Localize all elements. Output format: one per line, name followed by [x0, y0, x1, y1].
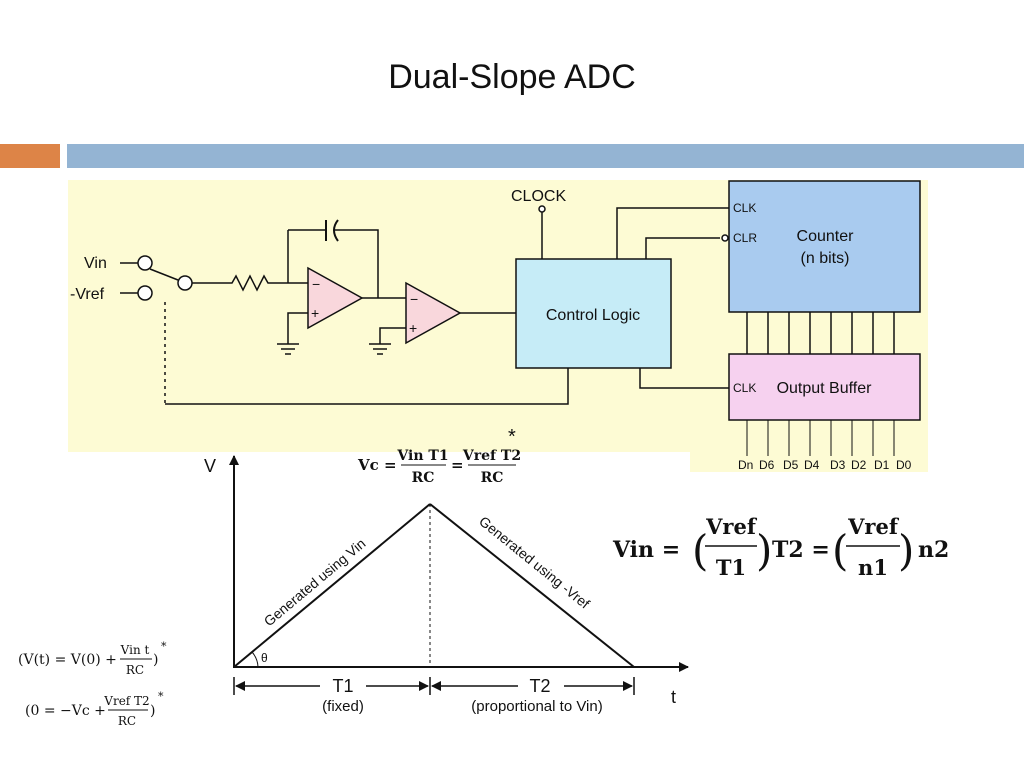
integration-equation: (0 = −Vc + Vref T2 RC ) * [25, 690, 164, 728]
control-logic-block [515, 258, 672, 369]
vin-frac1-den: T1 [716, 555, 746, 580]
slide-title: Dual-Slope ADC [388, 58, 636, 96]
output-bit-label: Dn [738, 458, 753, 472]
vc-frac1-den: RC [412, 470, 435, 486]
vin-label: Vin [84, 255, 107, 272]
switch-arm [149, 268, 179, 281]
vc-frac2-num: Vref T2 [462, 448, 521, 464]
vc-eq: = [451, 456, 464, 474]
side2-right: ) [150, 703, 155, 719]
output-bit-label: D5 [783, 458, 799, 472]
vin-terminal [137, 255, 153, 271]
vc-lhs: Vc = [357, 456, 397, 474]
rising-ramp [233, 503, 431, 668]
control-feedback-wire [165, 368, 569, 405]
output-bit-label: D4 [804, 458, 820, 472]
t1-label-bg [320, 674, 366, 694]
vin-frac2-num: Vref [847, 514, 900, 539]
t1-note: (fixed) [322, 698, 364, 715]
t1-label: T1 [332, 676, 353, 696]
integrator-opamp [307, 266, 364, 330]
side2-den: RC [118, 714, 136, 728]
vc-asterisk: * [508, 426, 516, 448]
resistor [192, 274, 308, 292]
vin-paren-open-1: ( [692, 526, 708, 575]
output-bit-label: D1 [874, 458, 890, 472]
vin-mid: T2 = [772, 537, 830, 563]
clr-to-counter-wire [645, 237, 720, 259]
vin-tail: n2 [918, 537, 949, 563]
comparator-opamp [405, 281, 462, 345]
output-pins [746, 420, 895, 456]
header-accent-orange [0, 144, 60, 168]
comparator-minus: − [410, 291, 418, 307]
ramp-equation: (V(t) = V(0) + Vin t RC ) * [18, 640, 167, 677]
theta-label: θ [261, 651, 268, 665]
counter-clk-pin: CLK [733, 201, 756, 215]
vref-label: -Vref [70, 286, 105, 303]
output-buffer-label: Output Buffer [777, 380, 873, 397]
side2-star: * [158, 690, 164, 703]
output-bit-label: D6 [759, 458, 775, 472]
integrator-minus: − [312, 276, 320, 292]
vin-frac2-den: n1 [858, 555, 888, 580]
vc-frac1-num: Vin T1 [396, 448, 448, 464]
header-accent-blue [67, 144, 1024, 168]
vref-terminal [137, 285, 153, 301]
control-logic-label: Control Logic [546, 307, 640, 324]
fall-label: Generated using -Vref [476, 513, 593, 612]
theta-arc [251, 651, 259, 668]
side1-star: * [161, 640, 167, 653]
falling-ramp [429, 503, 635, 668]
latch-to-buffer-wire [639, 368, 729, 389]
side2-num: Vref T2 [103, 694, 149, 708]
t2-note: (proportional to Vin) [471, 698, 602, 715]
vin-paren-open-2: ( [832, 526, 848, 575]
x-axis-label: t [671, 687, 676, 707]
buffer-clk-pin: CLK [733, 381, 756, 395]
counter-block [728, 180, 921, 313]
output-bit-label: D3 [830, 458, 846, 472]
vc-equation: Vc = Vin T1 RC = Vref T2 RC [357, 448, 521, 486]
vin-paren-close-2: ) [898, 526, 914, 575]
vin-frac1-num: Vref [705, 514, 758, 539]
circuit-panel [68, 180, 928, 472]
counter-buffer-bus [746, 312, 895, 354]
capacitor-wire-right [334, 229, 379, 298]
side1-den: RC [126, 663, 144, 677]
clock-label: CLOCK [511, 188, 566, 205]
switch-common-terminal [177, 275, 193, 291]
clr-inversion-bubble [721, 234, 729, 242]
integrator-plus: + [311, 305, 319, 321]
vin-lhs: Vin = [612, 537, 680, 563]
comparator-plus: + [409, 320, 417, 336]
integrator-ground-symbol [277, 343, 299, 355]
output-buffer-block [728, 353, 921, 421]
side1-left: (V(t) = V(0) + [18, 652, 117, 668]
output-bit-label: D2 [851, 458, 867, 472]
y-axis-label: V [204, 456, 216, 476]
rise-label: Generated using Vin [261, 535, 369, 629]
counter-label: Counter [797, 228, 855, 245]
side2-left: (0 = −Vc + [25, 703, 106, 719]
t2-label: T2 [529, 676, 550, 696]
integrator-ground-wire [287, 312, 308, 344]
clock-terminal [538, 205, 546, 213]
vc-frac2-den: RC [481, 470, 504, 486]
vin-paren-close-1: ) [756, 526, 772, 575]
counter-clr-pin: CLR [733, 231, 757, 245]
side1-right: ) [153, 652, 158, 668]
comparator-ground-symbol [369, 343, 391, 355]
comparator-ground-wire [379, 327, 406, 344]
side1-num: Vin t [120, 643, 150, 657]
clk-to-counter-wire [616, 207, 729, 259]
vin-equation: Vin = ( Vref T1 ) T2 = ( Vref n1 ) n2 [612, 514, 949, 580]
output-bit-labels: Dn D6 D5 D4 D3 D2 D1 D0 [738, 458, 912, 472]
t2-label-bg [518, 674, 564, 694]
output-bit-label: D0 [896, 458, 912, 472]
counter-bits-label: (n bits) [801, 250, 850, 267]
